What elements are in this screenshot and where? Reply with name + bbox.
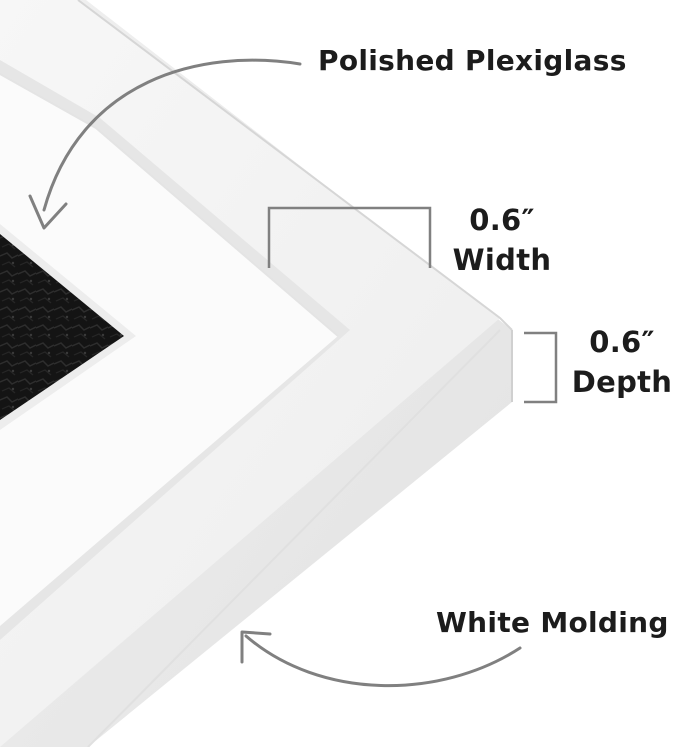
mat-edge (0, 73, 339, 337)
frame-bottom-edge (87, 329, 501, 747)
depth-value: 0.6″ (589, 325, 655, 359)
polished-plexiglass-label: Polished Plexiglass (318, 44, 627, 77)
white-molding-label: White Molding (436, 606, 669, 639)
artwork-photo (0, 234, 124, 420)
width-callout: 0.6″ Width (446, 200, 558, 280)
depth-callout: 0.6″ Depth (568, 322, 676, 402)
curved-arrow-up-left-icon (240, 630, 522, 687)
mat-board (0, 74, 338, 626)
frame-outer-edge (77, 0, 513, 331)
width-value: 0.6″ (469, 203, 535, 237)
dimension-bracket-icon (267, 206, 432, 268)
curved-arrow-down-left-icon (28, 58, 302, 230)
depth-label: Depth (571, 365, 673, 399)
width-label: Width (452, 243, 552, 277)
dimension-bracket-icon (524, 331, 558, 404)
